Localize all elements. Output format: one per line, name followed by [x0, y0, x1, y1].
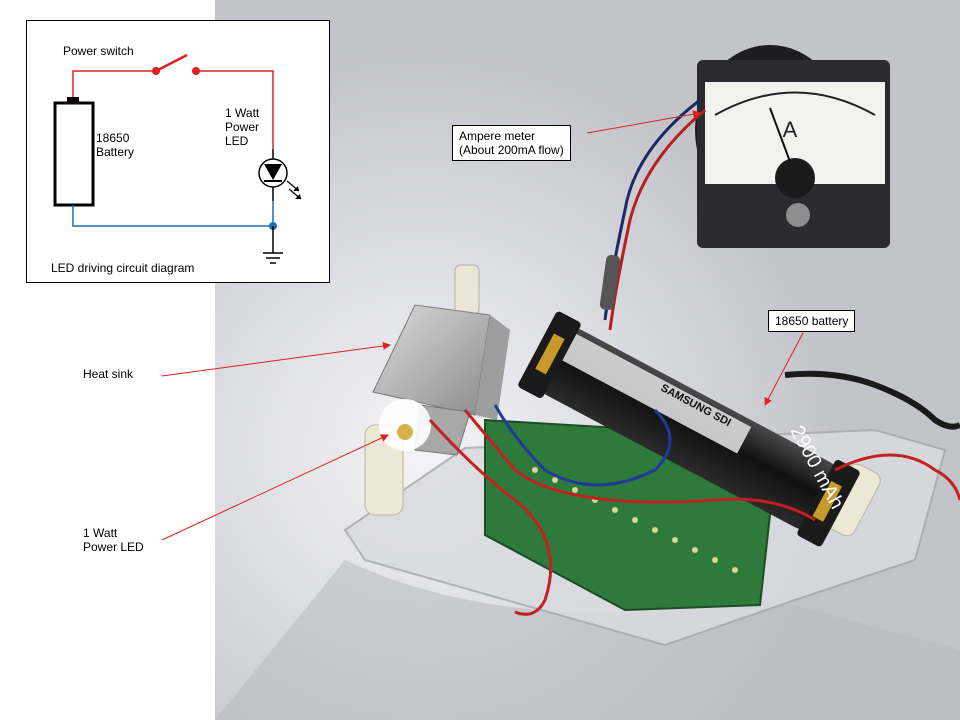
- red-wire: [72, 70, 155, 97]
- led-symbol: [258, 149, 302, 201]
- led-label: 1 Watt Power LED: [225, 106, 260, 148]
- circuit-schematic: Power switch 18650 Battery 1 Watt Power …: [26, 20, 330, 283]
- ground-symbol: [263, 226, 283, 264]
- ampere-meter-callout: Ampere meter (About 200mA flow): [452, 125, 571, 161]
- battery-label: 18650 Battery: [96, 131, 135, 159]
- red-wire: [197, 70, 274, 149]
- blue-wire: [72, 201, 274, 227]
- power-led-callout: 1 Watt Power LED: [83, 526, 144, 554]
- battery-callout: 18650 battery: [768, 310, 856, 332]
- schematic-drawing: [53, 53, 302, 264]
- shadow: [215, 560, 960, 720]
- battery-terminal: [67, 97, 79, 104]
- meter-unit-label: A: [783, 117, 798, 142]
- switch-lever: [155, 53, 188, 73]
- wire-red: [834, 453, 960, 501]
- diagram-caption: LED driving circuit diagram: [51, 261, 195, 275]
- led-body: [397, 424, 413, 440]
- wire-blue: [493, 404, 672, 487]
- battery-symbol: [53, 101, 95, 207]
- ampere-meter: [695, 45, 890, 248]
- wire-red: [463, 409, 816, 522]
- battery-lead-wire: [784, 370, 960, 430]
- battery-18650: [518, 311, 860, 547]
- heat-sink-callout: Heat sink: [83, 367, 134, 381]
- heat-shrink: [599, 254, 621, 311]
- wire-red: [428, 418, 553, 616]
- standoff: [454, 264, 480, 316]
- power-switch-label: Power switch: [63, 44, 134, 58]
- pcb-holes: [532, 467, 738, 573]
- switch-contact: [192, 67, 200, 75]
